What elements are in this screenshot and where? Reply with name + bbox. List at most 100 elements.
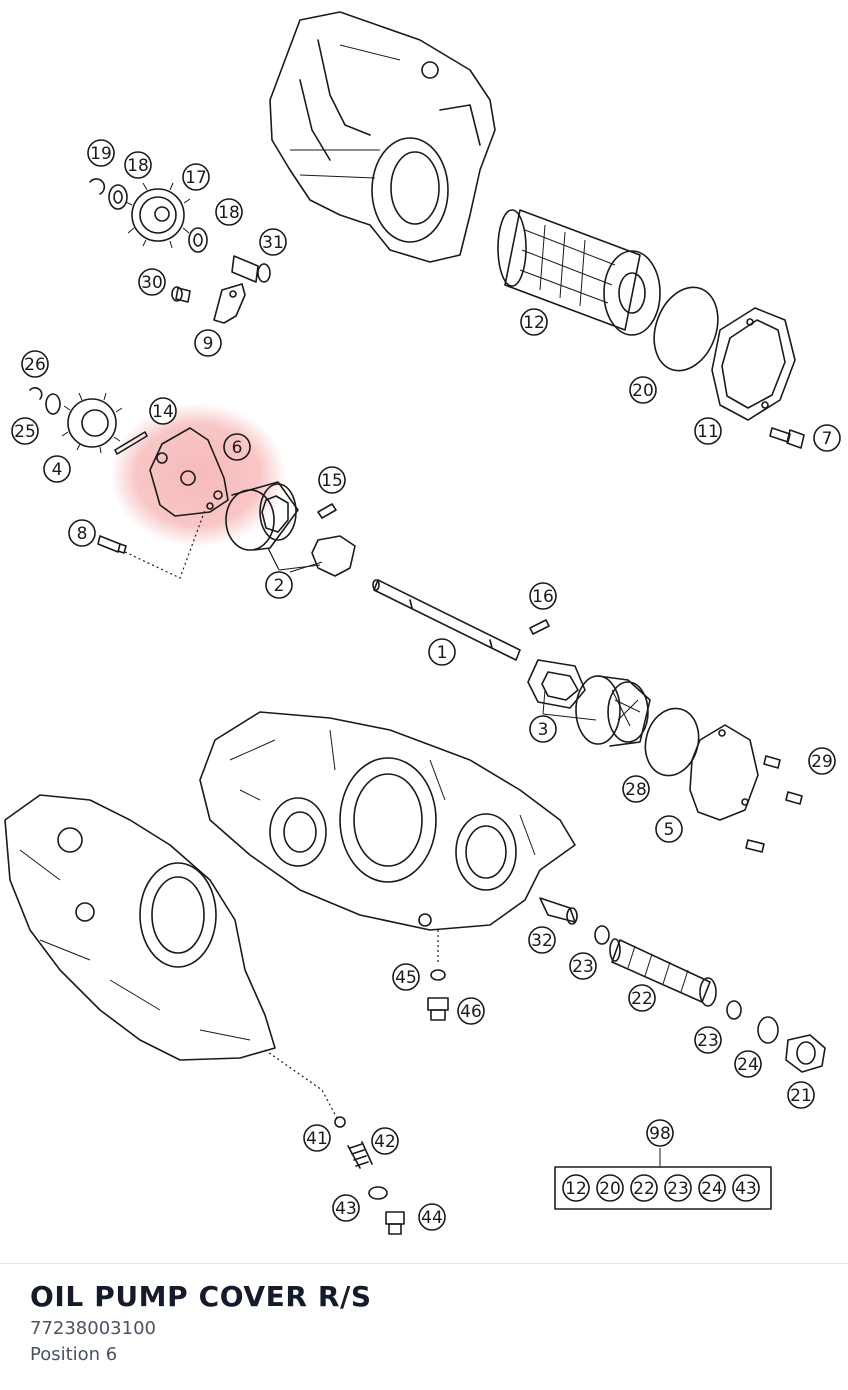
kit-item-label: 43 [735,1179,757,1199]
callout-21[interactable]: 21 [787,1081,815,1109]
callout-5[interactable]: 5 [655,815,683,843]
kit-item-24[interactable]: 24 [698,1174,726,1202]
ball-41 [334,1116,346,1128]
callout-17[interactable]: 17 [182,163,210,191]
bolt-7 [769,427,805,449]
callout-45[interactable]: 45 [392,963,420,991]
callout-41[interactable]: 41 [303,1124,331,1152]
callout-circle [813,424,841,452]
callout-12[interactable]: 12 [520,308,548,336]
callout-label: 25 [14,422,36,442]
callout-label: 17 [185,168,207,188]
callout-1[interactable]: 1 [428,638,456,666]
kit-item-circle [596,1174,624,1202]
divider [0,1263,848,1264]
callout-18[interactable]: 18 [215,198,243,226]
callout-7[interactable]: 7 [813,424,841,452]
callout-circle [124,151,152,179]
leader-line-41 [264,1049,339,1121]
callout-circle [520,308,548,336]
left-gear-group [29,387,148,455]
callout-30[interactable]: 30 [138,268,166,296]
callout-32[interactable]: 32 [528,926,556,954]
callout-circle [43,455,71,483]
callout-14[interactable]: 14 [149,397,177,425]
kit-item-label: 12 [565,1179,587,1199]
callout-20[interactable]: 20 [629,376,657,404]
callout-6[interactable]: 6 [223,433,251,461]
callout-22[interactable]: 22 [628,984,656,1012]
callout-11[interactable]: 11 [694,417,722,445]
oil-filter [497,209,661,336]
kit-item-circle [630,1174,658,1202]
pump-rotor-3 [527,659,651,747]
callout-31[interactable]: 31 [259,228,287,256]
callout-circle [529,715,557,743]
kit-item-12[interactable]: 12 [562,1174,590,1202]
callout-label: 4 [52,460,63,480]
callout-circle [371,1127,399,1155]
callout-26[interactable]: 26 [21,350,49,378]
kit-item-43[interactable]: 43 [732,1174,760,1202]
callout-23[interactable]: 23 [694,1026,722,1054]
callout-circle [21,350,49,378]
callout-circle [529,582,557,610]
callout-label: 15 [321,471,343,491]
callout-circle [808,747,836,775]
callout-label: 2 [274,576,285,596]
callout-label: 31 [262,233,284,253]
plug-44 [385,1211,405,1235]
callout-25[interactable]: 25 [11,417,39,445]
callout-circle [392,963,420,991]
callout-44[interactable]: 44 [418,1203,446,1231]
callout-2[interactable]: 2 [265,571,293,599]
callout-24[interactable]: 24 [734,1050,762,1078]
kit-item-label: 24 [701,1179,723,1199]
callout-29[interactable]: 29 [808,747,836,775]
callout-19[interactable]: 19 [87,139,115,167]
callout-label: 21 [790,1086,812,1106]
callout-circle [694,417,722,445]
callout-label: 30 [141,273,163,293]
bolt-8 [97,535,127,554]
callout-3[interactable]: 3 [529,715,557,743]
callout-4[interactable]: 4 [43,455,71,483]
kit-item-20[interactable]: 20 [596,1174,624,1202]
callout-circle [87,139,115,167]
callout-label: 23 [697,1031,719,1051]
o-ring-24 [757,1016,779,1044]
callout-15[interactable]: 15 [318,466,346,494]
kit-box [554,1166,772,1210]
callout-18[interactable]: 18 [124,151,152,179]
callout-label: 42 [374,1132,396,1152]
callout-circle [622,775,650,803]
callout-98[interactable]: 98 [646,1119,674,1147]
callout-label: 16 [532,587,554,607]
callout-label: 98 [649,1124,671,1144]
callout-circle [528,926,556,954]
callout-circle [149,397,177,425]
kit-item-22[interactable]: 22 [630,1174,658,1202]
callout-circle [629,376,657,404]
callout-43[interactable]: 43 [332,1194,360,1222]
callout-9[interactable]: 9 [194,329,222,357]
callout-28[interactable]: 28 [622,775,650,803]
o-ring-23-upper [594,925,610,945]
kit-item-23[interactable]: 23 [664,1174,692,1202]
callout-circle [787,1081,815,1109]
callout-46[interactable]: 46 [457,997,485,1025]
callout-8[interactable]: 8 [68,519,96,547]
callout-circle [182,163,210,191]
spring-42 [347,1141,373,1169]
callout-circle [265,571,293,599]
diagram-canvas: 1918171831309122011726254146158216132928… [4,11,841,1235]
callout-16[interactable]: 16 [529,582,557,610]
highlight-glow [110,403,286,547]
callout-23[interactable]: 23 [569,952,597,980]
part-position: Position 6 [30,1344,118,1365]
callout-42[interactable]: 42 [371,1127,399,1155]
callout-circle [428,638,456,666]
